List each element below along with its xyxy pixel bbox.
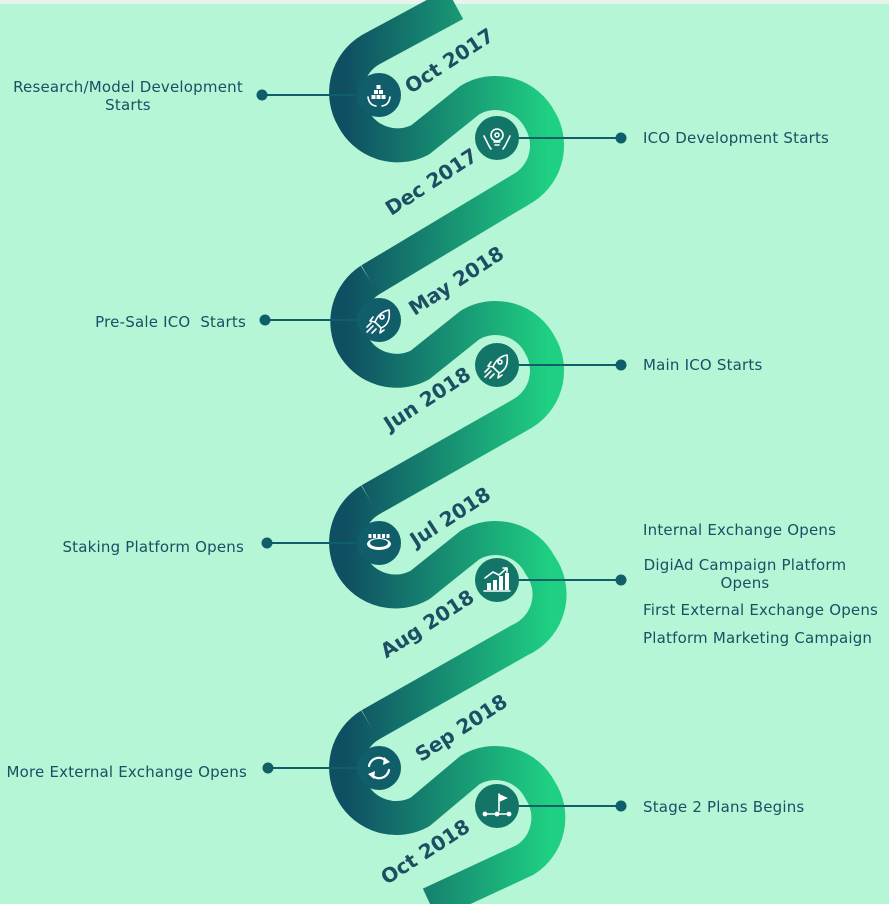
milestone-event: More External Exchange Opens [6, 763, 247, 781]
milestone-event: Research/Model Development Starts [13, 78, 243, 114]
icon-circle [475, 784, 519, 828]
icon-circle [475, 116, 519, 160]
milestone-event: Platform Marketing Campaign [643, 629, 873, 647]
path-segment-4 [329, 710, 566, 904]
bulb-gear-hands-icon [475, 116, 519, 160]
milestone-event: ICO Development Starts [643, 129, 830, 147]
growth-chart-icon [475, 558, 519, 602]
milestone-event: Stage 2 Plans Begins [643, 798, 805, 816]
hands-blocks-icon [357, 73, 401, 117]
connector-dot [262, 762, 274, 774]
path-segment-3 [329, 485, 567, 740]
milestone-event: Main ICO Starts [643, 356, 763, 374]
flag-route-icon [475, 784, 519, 828]
milestone-event: DigiAd Campaign Platform Opens [643, 556, 847, 592]
icon-circle [357, 298, 401, 342]
connector-dot [615, 574, 627, 586]
icon-circle [475, 343, 519, 387]
milestone-icons [357, 73, 519, 828]
icon-circle [357, 746, 401, 790]
connector-dot [261, 537, 273, 549]
staking-platform-icon [357, 521, 401, 565]
rocket-icon [357, 298, 401, 342]
connector-dot [615, 132, 627, 144]
connector-dot [615, 359, 627, 371]
milestone-event: Internal Exchange Opens [643, 521, 837, 539]
path-segment-2 [330, 265, 564, 515]
connector-dot [259, 314, 271, 326]
connectors [256, 89, 627, 812]
connector-dot [256, 89, 268, 101]
milestone-event: First External Exchange Opens [643, 601, 879, 619]
path-segment-1 [329, 0, 564, 295]
refresh-arrows-icon [357, 746, 401, 790]
milestone-event: Staking Platform Opens [62, 538, 244, 556]
milestone-event: Pre-Sale ICO Starts [95, 313, 246, 331]
timeline-path [329, 0, 567, 904]
rocket-icon [475, 343, 519, 387]
connector-dot [615, 800, 627, 812]
